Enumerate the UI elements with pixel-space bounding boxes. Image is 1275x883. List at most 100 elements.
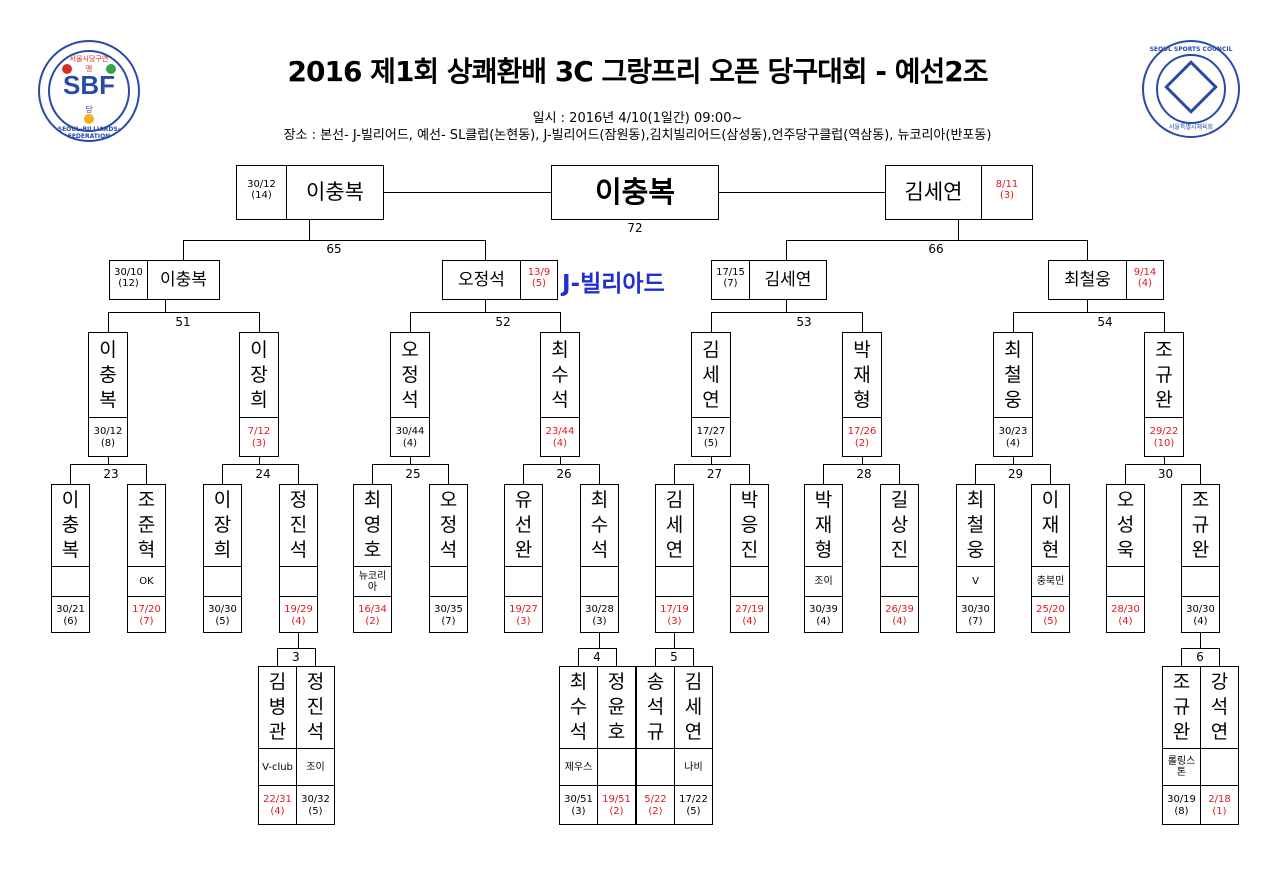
innings-value: (3): [251, 438, 267, 449]
final-left-score: 30/12: [247, 179, 276, 190]
player-score: 26/39(4): [881, 596, 918, 634]
player-club: 제우스: [560, 748, 597, 785]
player-club: [1182, 566, 1219, 596]
score-value: 30/30: [1186, 603, 1215, 615]
semi-4-name: 최철웅: [1049, 261, 1127, 299]
innings-value: (5): [308, 806, 323, 817]
semi-3-score: 17/15: [716, 267, 745, 278]
match-number-25: 25: [405, 467, 421, 481]
innings-value: (8): [100, 438, 116, 449]
innings-value: (2): [854, 438, 870, 449]
match-number-28: 28: [856, 467, 872, 481]
score-value: 29/22: [1149, 426, 1179, 437]
semi-3-innings: (7): [723, 278, 738, 289]
sbf-logo: SBF 서울시당구연맹 SEOUL-BILLIARDS-FEDERATION 당: [38, 40, 140, 142]
semi-2-innings: (5): [531, 278, 547, 289]
innings-value: (4): [552, 438, 568, 449]
innings-value: (4): [892, 615, 907, 627]
match-number-final: 72: [627, 221, 643, 235]
score-value: 17/22: [679, 794, 708, 805]
match-number-30: 30: [1157, 467, 1174, 481]
player-club: 나비: [675, 748, 712, 785]
final-left-box: 30/12 (14) 이충복: [236, 165, 384, 220]
player-score: 17/22(5): [675, 785, 712, 826]
score-value: 30/21: [56, 603, 85, 615]
player-score: 30/23(4): [994, 417, 1032, 458]
score-value: 30/51: [564, 794, 593, 805]
semi-1-score: 30/10: [114, 267, 143, 278]
player-club: [1201, 748, 1238, 785]
score-value: 30/44: [395, 426, 425, 437]
player-club: 뉴코리아: [354, 566, 391, 596]
match-number-29: 29: [1007, 467, 1024, 481]
score-value: 28/30: [1111, 603, 1140, 615]
final-winner-box: 이충복: [551, 165, 719, 220]
semi-1-innings: (12): [118, 278, 139, 289]
score-value: 7/12: [247, 426, 271, 437]
score-value: 5/22: [644, 794, 667, 805]
player-score: 16/34(2): [354, 596, 391, 634]
player-score: 27/19(4): [731, 596, 768, 634]
score-value: 19/27: [509, 603, 538, 615]
player-score: 30/35(7): [430, 596, 467, 634]
player-club: [656, 566, 693, 596]
player-score: 30/30(5): [204, 596, 241, 634]
player-score: 30/44(4): [391, 417, 429, 458]
player-club: 조이: [297, 748, 334, 785]
score-value: 25/20: [1036, 603, 1065, 615]
semi-3-name: 김세연: [764, 270, 812, 290]
semi-2-score: 13/9: [527, 267, 551, 278]
player-club: [505, 566, 542, 596]
innings-value: (4): [742, 615, 757, 627]
player-score: 19/27(3): [505, 596, 542, 634]
player-score: 19/29(4): [280, 596, 317, 634]
player-score: 5/22(2): [637, 785, 674, 826]
player-club: V: [957, 566, 994, 596]
match-number-24: 24: [255, 467, 271, 481]
player-club: V-club: [259, 748, 296, 785]
score-value: 23/44: [545, 426, 575, 437]
innings-value: (4): [816, 615, 831, 627]
score-value: 30/19: [1167, 794, 1196, 805]
match-number-51: 51: [175, 315, 191, 329]
sbf-logo-top-text: 서울시당구연맹: [69, 55, 109, 73]
match-number-26: 26: [556, 467, 572, 481]
player-score: 30/30(4): [1182, 596, 1219, 634]
player-score: 28/30(4): [1107, 596, 1144, 634]
player-score: 30/30(7): [957, 596, 994, 634]
score-value: 16/34: [358, 603, 387, 615]
innings-value: (3): [592, 615, 607, 627]
final-left-innings: (14): [251, 190, 272, 201]
